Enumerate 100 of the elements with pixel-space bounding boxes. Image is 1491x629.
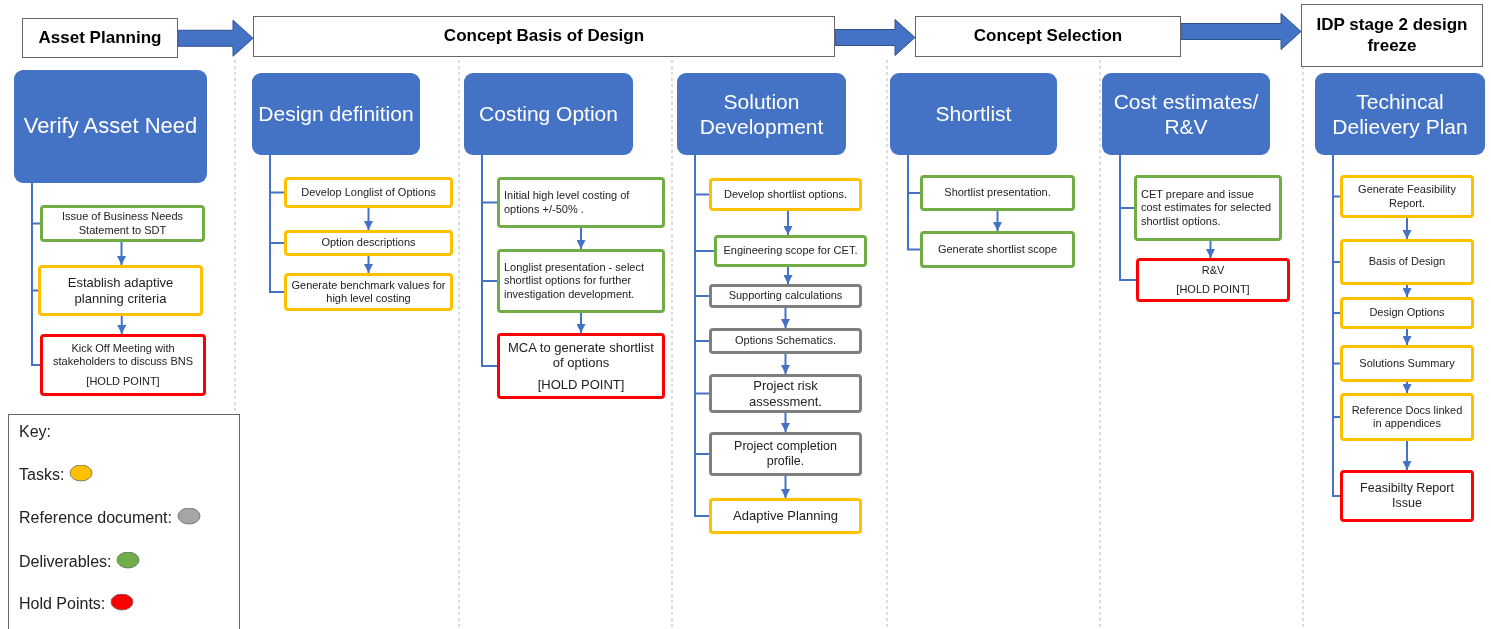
task-box — [284, 273, 453, 311]
task-box — [1340, 239, 1474, 285]
task-box — [38, 265, 203, 316]
step-text: Options Schematics. — [735, 334, 836, 348]
arrow — [117, 315, 127, 335]
arrow — [117, 241, 126, 266]
arrow — [783, 266, 793, 285]
step-text: Basis of Design — [1368, 255, 1446, 269]
hold-point-box — [1340, 470, 1474, 522]
hold-point-tag: [HOLD POINT] — [1176, 283, 1250, 297]
hold-point-box — [1136, 258, 1290, 302]
deliverable-box — [920, 231, 1075, 268]
step-text: Issue of Business Needs Statement to SDT — [60, 210, 185, 237]
reference-document-box — [709, 284, 862, 308]
block-arrow — [177, 19, 254, 57]
deliverable-box — [1134, 175, 1282, 241]
reference-document-box — [709, 328, 862, 354]
stage-heading: Verify Asset Need — [23, 113, 198, 140]
step-text: CET prepare and issue cost estimates for selected shortlist options. — [1141, 188, 1273, 228]
step-text: Option descriptions — [321, 236, 416, 250]
arrow — [364, 207, 373, 231]
hold-point-tag: [HOLD POINT] — [86, 374, 160, 388]
stage-heading: Design definition — [258, 101, 414, 127]
step-text: Initial high level costing of options +/-50% . — [504, 189, 631, 216]
step-text: Establish adaptive planning criteria — [66, 274, 175, 307]
arrow — [1206, 240, 1215, 259]
stage-heading-box — [890, 73, 1057, 155]
arrow — [781, 475, 790, 499]
task-box — [709, 178, 862, 211]
arrow — [781, 353, 790, 375]
step-text: Generate shortlist scope — [937, 242, 1058, 257]
stage-heading: Shortlist — [935, 101, 1012, 127]
step-text: Generate Feasibility Report. — [1357, 183, 1457, 210]
task-box — [1340, 345, 1474, 382]
block-arrow — [1180, 13, 1302, 50]
phase-box — [915, 16, 1181, 57]
stage-heading-box — [14, 70, 207, 183]
stage-heading: Solution Development — [698, 88, 825, 140]
step-text: Develop Longlist of Options — [301, 185, 436, 200]
task-box — [1340, 393, 1474, 441]
phase-box — [22, 18, 178, 58]
step-text: Engineering scope for CET. — [723, 244, 858, 258]
legend-label: Reference document: — [19, 509, 172, 527]
stage-heading-box — [677, 73, 846, 155]
task-box — [1340, 297, 1474, 329]
task-box — [284, 230, 453, 256]
phase-title: IDP stage 2 design freeze — [1315, 15, 1469, 56]
bracket-connector — [31, 182, 41, 366]
arrow — [576, 312, 586, 334]
legend-title: Key: — [19, 423, 51, 441]
stage-heading: Cost estimates/ R&V — [1112, 88, 1260, 140]
arrow — [1402, 440, 1412, 471]
phase-title: Concept Basis of Design — [443, 26, 645, 47]
step-text: Develop shortlist options. — [724, 187, 847, 202]
deliverable-box — [497, 177, 665, 228]
step-text: Project risk assessment. — [748, 377, 823, 410]
legend-label: Tasks: — [19, 466, 65, 484]
step-text: Kick Off Meeting with stakeholders to discuss BNS — [52, 342, 194, 369]
stage-heading-box — [464, 73, 633, 155]
step-text: Reference Docs linked in appendices — [1350, 403, 1464, 431]
step-text: MCA to generate shortlist of options — [507, 339, 655, 371]
step-text: Supporting calculations — [728, 289, 843, 303]
step-text: R&V — [1201, 263, 1225, 277]
legend-label: Hold Points: — [19, 595, 106, 613]
arrow — [364, 255, 373, 274]
task-box — [284, 177, 453, 208]
legend-label: Deliverables: — [19, 553, 112, 571]
deliverable-box — [714, 235, 867, 267]
step-text: Design Options — [1369, 306, 1445, 320]
stage-heading: Costing Option — [479, 101, 618, 127]
stage-heading-box — [1315, 73, 1485, 155]
phase-box — [1301, 4, 1483, 67]
step-text: Feasibilty Report Issue — [1359, 481, 1455, 511]
stage-heading-box — [252, 73, 420, 155]
bracket-connector — [694, 154, 710, 517]
arrow — [1402, 284, 1412, 298]
arrow — [1402, 381, 1412, 394]
stage-heading-box — [1102, 73, 1270, 155]
arrow — [576, 227, 586, 250]
phase-title: Asset Planning — [38, 27, 162, 49]
deliverable-box — [497, 249, 665, 313]
step-text: Solutions Summary — [1359, 356, 1455, 371]
step-text: Project completion profile. — [733, 439, 838, 469]
task-box — [1340, 175, 1474, 218]
deliverable-box — [920, 175, 1075, 211]
arrow — [781, 412, 790, 433]
phase-box — [253, 16, 835, 57]
bracket-connector — [1119, 154, 1137, 281]
hold-point-box — [40, 334, 206, 396]
bracket-connector — [907, 154, 921, 251]
bracket-connector — [1332, 154, 1341, 497]
step-text: Longlist presentation - select shortlist options for further investigation development. — [504, 261, 646, 301]
hold-point-box — [497, 333, 665, 399]
arrow — [993, 210, 1002, 232]
deliverable-box — [40, 205, 205, 242]
reference-document-box — [709, 374, 862, 413]
stage-heading: Techincal Delievery Plan — [1331, 88, 1469, 140]
bracket-connector — [269, 154, 285, 293]
arrow — [1402, 328, 1412, 346]
hold-point-tag: [HOLD POINT] — [537, 376, 625, 393]
